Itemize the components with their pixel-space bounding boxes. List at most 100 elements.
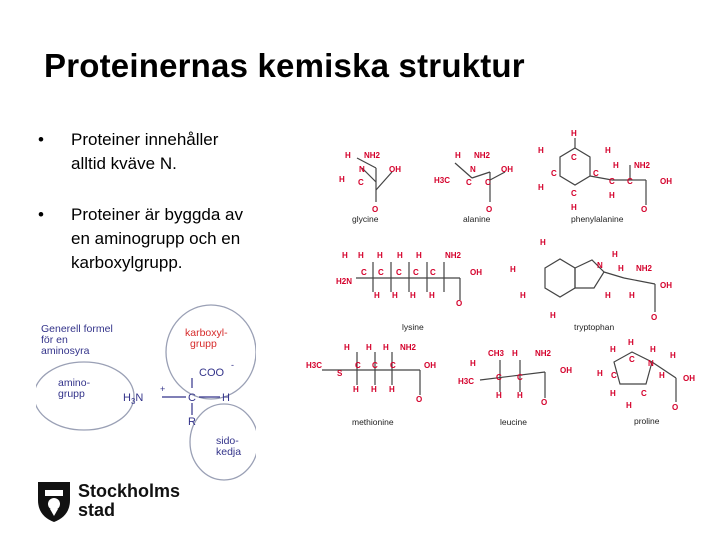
coo-minus: - — [231, 360, 234, 370]
atom-c: C — [609, 177, 615, 186]
atom-n: N — [359, 165, 365, 174]
atom-h: H — [512, 349, 518, 358]
atom-h: H — [626, 401, 632, 410]
n-plus-sign: + — [160, 384, 165, 394]
logo-line-1: Stockholms — [78, 481, 180, 501]
lysine-structure: H H H H H NH2 C C C C C OH H2N H H H H O… — [336, 251, 482, 332]
side-chain-circle — [189, 403, 256, 481]
atom-oh: OH — [660, 177, 672, 186]
methionine-structure: H H H NH2 H3C S C C C OH H H H O methion… — [306, 343, 436, 427]
side-chain-label: sido- kedja — [216, 435, 242, 458]
atom-h: H — [670, 351, 676, 360]
atom-c: C — [430, 268, 436, 277]
atom-s: S — [337, 369, 343, 378]
atom-c: C — [593, 169, 599, 178]
atom-h: H — [374, 291, 380, 300]
atom-c: C — [571, 189, 577, 198]
atom-c: C — [627, 177, 633, 186]
atom-h: H — [371, 385, 377, 394]
atom-c: C — [361, 268, 367, 277]
atom-c: C — [551, 169, 557, 178]
atom-o: O — [672, 403, 678, 412]
atom-h: H — [416, 251, 422, 260]
atom-h: H — [344, 343, 350, 352]
atom-oh: OH — [424, 361, 436, 370]
atom-h: H — [612, 250, 618, 259]
atom-n: N — [597, 261, 603, 270]
atom-h: H — [366, 343, 372, 352]
atom-oh: OH — [660, 281, 672, 290]
atom-o: O — [372, 205, 378, 214]
atom-h: H — [540, 238, 546, 247]
atom-h3c: H3C — [434, 176, 450, 185]
atom-h: H — [496, 391, 502, 400]
glycine-label: glycine — [352, 214, 379, 224]
atom-nh2: NH2 — [445, 251, 462, 260]
atom-h: H — [571, 203, 577, 212]
atom-h: H — [550, 311, 556, 320]
atom-h: H — [510, 265, 516, 274]
methionine-label: methionine — [352, 417, 394, 427]
side-chain-r: R — [188, 416, 196, 428]
atom-h: H — [392, 291, 398, 300]
atom-h: H — [345, 151, 351, 160]
atom-nh2: NH2 — [400, 343, 417, 352]
alanine-label: alanine — [463, 214, 491, 224]
amino-circle — [36, 361, 135, 431]
atom-h2n: H2N — [336, 277, 352, 286]
atom-h: H — [410, 291, 416, 300]
atom-h: H — [628, 338, 634, 347]
atom-h: H — [609, 191, 615, 200]
formula-heading: Generell formel för en aminosyra — [41, 323, 116, 357]
atom-h: H — [397, 251, 403, 260]
alpha-carbon: C — [188, 392, 196, 404]
atom-c: C — [358, 178, 364, 187]
proline-label: proline — [634, 416, 660, 426]
atom-oh: OH — [501, 165, 513, 174]
atom-h: H — [358, 251, 364, 260]
atom-h: H — [429, 291, 435, 300]
atom-n: N — [648, 359, 654, 368]
atom-o: O — [486, 205, 492, 214]
atom-h: H — [610, 389, 616, 398]
coo-group: COO — [199, 367, 225, 379]
amino-label: amino- grupp — [58, 377, 93, 400]
phenylalanine-structure: H H H C H NH2 C C C C OH H C H H O pheny… — [538, 129, 672, 224]
general-formula-diagram: Generell formel för en aminosyra karboxy… — [36, 304, 256, 481]
carboxyl-circle — [165, 304, 256, 400]
leucine-structure: CH3 H NH2 H OH H3C C C H H O leucine — [458, 349, 572, 427]
atom-o: O — [651, 313, 657, 322]
bullet-marker: • — [38, 130, 44, 149]
atom-o: O — [541, 398, 547, 407]
atom-c: C — [629, 355, 635, 364]
leucine-label: leucine — [500, 417, 527, 427]
city-crest-icon — [38, 482, 70, 522]
bullet-text: Proteiner är byggda av en aminogrupp och… — [71, 205, 243, 272]
atom-h: H — [538, 183, 544, 192]
atom-o: O — [641, 205, 647, 214]
atom-h: H — [517, 391, 523, 400]
atom-h: H — [629, 291, 635, 300]
atom-h: H — [605, 291, 611, 300]
logo-line-2: stad — [78, 500, 115, 520]
atom-h: H — [605, 146, 611, 155]
alpha-hydrogen: H — [222, 392, 230, 404]
atom-h: H — [470, 359, 476, 368]
atom-c: C — [466, 178, 472, 187]
atom-o: O — [456, 299, 462, 308]
atom-nh2: NH2 — [535, 349, 552, 358]
atom-nh2: NH2 — [636, 264, 653, 273]
atom-h: H — [571, 129, 577, 138]
atom-c: C — [496, 373, 502, 382]
atom-h: H — [597, 369, 603, 378]
atom-c: C — [517, 373, 523, 382]
bullet-marker: • — [38, 205, 44, 224]
atom-nh2: NH2 — [634, 161, 651, 170]
atom-h: H — [618, 264, 624, 273]
phenylalanine-label: phenylalanine — [571, 214, 624, 224]
atom-c: C — [378, 268, 384, 277]
atom-o: O — [416, 395, 422, 404]
bullet-item: • Proteiner innehåller alltid kväve N. — [38, 128, 328, 176]
atom-h: H — [389, 385, 395, 394]
